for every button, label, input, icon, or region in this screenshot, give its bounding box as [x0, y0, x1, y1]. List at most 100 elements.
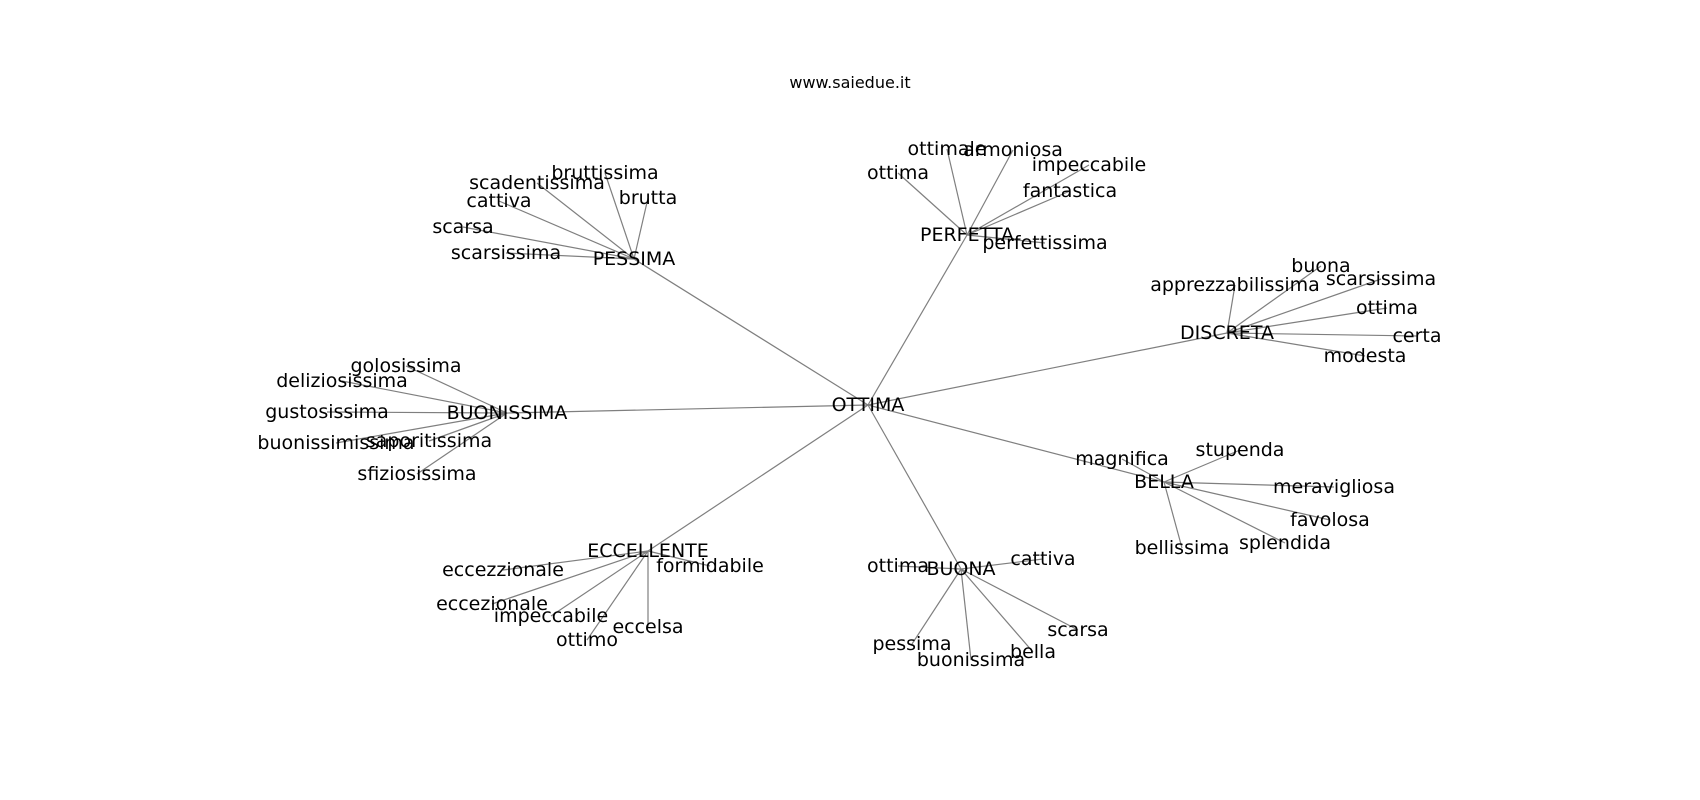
edge-hub-leaf — [586, 550, 649, 641]
edge-center-hub — [867, 332, 1228, 406]
edge-hub-leaf — [1163, 449, 1241, 483]
edge-hub-leaf — [1163, 481, 1331, 521]
hub-node: PESSIMA — [593, 248, 676, 270]
edge-hub-leaf — [498, 200, 635, 260]
leaf-node: eccezionale — [436, 593, 548, 615]
edge-hub-leaf — [966, 234, 1046, 244]
leaf-node: ottimo — [556, 629, 618, 651]
edge-hub-leaf — [960, 558, 1044, 570]
leaf-node: scarsissima — [1326, 268, 1436, 290]
edge-hub-leaf — [428, 412, 508, 442]
edge-hub-leaf — [1121, 458, 1165, 483]
leaf-node: brutta — [619, 187, 677, 209]
leaf-node: buona — [1291, 255, 1350, 277]
leaf-node: fantastica — [1023, 180, 1117, 202]
leaf-node: golosissima — [351, 355, 462, 377]
edge-center-hub — [867, 404, 1165, 483]
leaf-node: bruttissima — [551, 162, 658, 184]
edge-hub-leaf — [897, 172, 968, 236]
leaf-node: buonissima — [917, 649, 1025, 671]
leaf-node: pessima — [873, 633, 952, 655]
leaf-node: magnifica — [1075, 448, 1169, 470]
edges-layer — [326, 148, 1418, 661]
leaf-node: buonissimissima — [257, 432, 414, 454]
leaf-node: perfettissima — [982, 232, 1107, 254]
edge-hub-leaf — [536, 182, 635, 260]
leaf-node: cattiva — [1010, 548, 1075, 570]
leaf-node: favolosa — [1290, 509, 1370, 531]
leaf-node: scarsissima — [451, 242, 561, 264]
hub-node: BELLA — [1134, 471, 1194, 493]
edge-hub-leaf — [897, 565, 962, 570]
edge-hub-leaf — [1226, 278, 1382, 334]
leaf-node: bella — [1010, 641, 1056, 663]
leaf-node: cattiva — [466, 190, 531, 212]
edge-hub-leaf — [1163, 481, 1183, 549]
edge-hub-leaf — [1226, 265, 1322, 334]
leaf-node: ottima — [867, 162, 929, 184]
leaf-node: ottima — [1356, 297, 1418, 319]
edge-hub-leaf — [1163, 481, 1286, 544]
leaf-node: impeccabile — [494, 605, 608, 627]
leaf-node: ottima — [867, 555, 929, 577]
leaf-node: modesta — [1324, 345, 1407, 367]
center-node: OTTIMA — [832, 394, 905, 416]
edge-hub-leaf — [341, 380, 508, 414]
leaf-node: meravigliosa — [1273, 476, 1395, 498]
leaf-node: gustosissima — [265, 401, 388, 423]
leaf-node: deliziosissima — [276, 370, 408, 392]
edge-center-hub — [647, 404, 869, 552]
leaf-node: formidabile — [656, 555, 764, 577]
edge-hub-leaf — [647, 550, 711, 567]
edge-hub-leaf — [502, 550, 649, 571]
graph-title: www.saiedue.it — [789, 73, 910, 92]
edge-hub-leaf — [405, 365, 508, 414]
edge-hub-leaf — [491, 550, 649, 605]
edge-hub-leaf — [1226, 307, 1388, 334]
leaf-node: saporitissima — [366, 430, 492, 452]
edge-hub-leaf — [966, 149, 1014, 236]
edge-hub-leaf — [960, 568, 1079, 631]
edge-hub-leaf — [960, 568, 972, 661]
edge-center-hub — [506, 404, 869, 414]
leaf-node: bellissima — [1135, 537, 1230, 559]
edge-hub-leaf — [505, 252, 635, 260]
edge-center-hub — [867, 404, 962, 570]
leaf-node: eccezzionale — [442, 559, 564, 581]
edge-hub-leaf — [326, 411, 508, 414]
edge-hub-leaf — [1226, 332, 1418, 337]
edge-center-hub — [867, 234, 968, 406]
leaf-node: splendida — [1239, 532, 1331, 554]
edge-center-hub — [633, 258, 869, 406]
edge-hub-leaf — [960, 568, 1034, 653]
leaf-node: impeccabile — [1032, 154, 1146, 176]
edge-hub-leaf — [550, 550, 649, 617]
leaf-node: eccelsa — [612, 616, 683, 638]
edge-hub-leaf — [462, 226, 635, 260]
leaf-node: ottimale — [908, 138, 987, 160]
edge-hub-leaf — [416, 412, 508, 475]
leaf-node: apprezzabilissima — [1150, 274, 1320, 296]
edge-hub-leaf — [966, 190, 1071, 236]
edge-hub-leaf — [1163, 481, 1335, 488]
leaf-node: stupenda — [1196, 439, 1285, 461]
edge-hub-leaf — [604, 172, 635, 260]
edge-hub-leaf — [1226, 332, 1366, 357]
hub-node: BUONA — [926, 558, 995, 580]
hub-node: DISCRETA — [1180, 322, 1274, 344]
leaf-node: armoniosa — [963, 139, 1063, 161]
leaf-node: scarsa — [432, 216, 493, 238]
hub-node: ECCELLENTE — [587, 540, 709, 562]
edge-hub-leaf — [911, 568, 962, 645]
hub-node: BUONISSIMA — [447, 402, 568, 424]
edge-hub-leaf — [946, 148, 968, 236]
leaf-node: certa — [1392, 325, 1441, 347]
leaf-node: scarsa — [1047, 619, 1108, 641]
edge-hub-leaf — [966, 164, 1090, 236]
labels-layer: OTTIMAPESSIMAbruttissimascadentissimacat… — [257, 138, 1441, 671]
leaf-node: scadentissima — [469, 172, 605, 194]
edge-hub-leaf — [1226, 284, 1236, 334]
edge-hub-leaf — [633, 197, 649, 260]
hub-node: PERFETTA — [920, 224, 1014, 246]
